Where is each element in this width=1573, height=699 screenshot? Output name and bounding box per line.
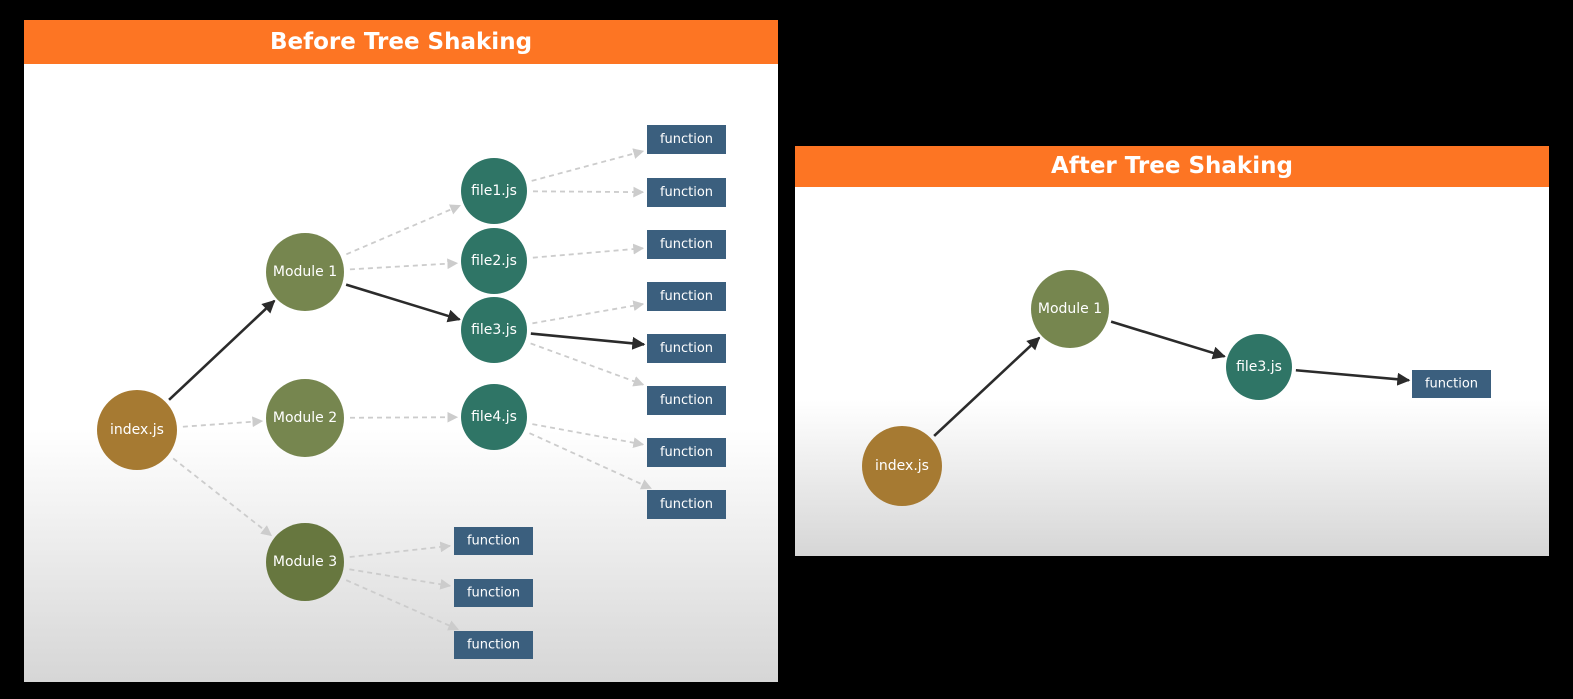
before-edge-f1-to-fn1 — [531, 148, 645, 182]
before-file3-js-label: file3.js — [471, 322, 517, 338]
before-function-label: function — [467, 638, 520, 653]
before-function-box — [647, 125, 726, 154]
before-node-fn4: function — [647, 282, 726, 311]
after-node-f3: file3.js — [1226, 334, 1292, 400]
before-node-fn11: function — [454, 631, 533, 659]
before-function-box — [647, 334, 726, 363]
before-module-3-label: Module 3 — [273, 554, 337, 570]
before-edge-index-to-m2 — [182, 416, 264, 428]
before-module-1-label: Module 1 — [273, 264, 337, 280]
after-file-circle — [1226, 334, 1292, 400]
before-node-fn10: function — [454, 579, 533, 607]
before-function-box — [647, 490, 726, 519]
before-function-box — [647, 178, 726, 207]
before-node-fn9: function — [454, 527, 533, 555]
before-node-fn6: function — [647, 386, 726, 415]
before-node-fn1: function — [647, 125, 726, 154]
edges-layer — [168, 148, 1411, 631]
before-index-js-label: index.js — [110, 422, 164, 438]
before-edge-m2-to-f4 — [349, 411, 459, 423]
after-file3-js-label: file3.js — [1236, 359, 1282, 375]
before-node-index: index.js — [97, 390, 177, 470]
before-edge-m1-to-f1 — [346, 204, 461, 256]
before-node-f4: file4.js — [461, 384, 527, 450]
before-node-m1: Module 1 — [266, 233, 344, 311]
before-function-label: function — [467, 586, 520, 601]
before-file-circle — [461, 228, 527, 294]
before-node-fn7: function — [647, 438, 726, 467]
after-entry-circle — [862, 426, 942, 506]
before-edge-m3-to-fn9 — [349, 541, 452, 558]
before-edge-index-to-m1 — [168, 299, 276, 401]
after-node-fn: function — [1412, 370, 1491, 398]
after-index-js-label: index.js — [875, 458, 929, 474]
before-title: Before Tree Shaking — [24, 20, 778, 64]
before-function-label: function — [660, 237, 713, 252]
before-file1-js-label: file1.js — [471, 183, 517, 199]
after-node-index: index.js — [862, 426, 942, 506]
after-edge-index-to-m1 — [933, 336, 1041, 437]
before-function-label: function — [660, 497, 713, 512]
nodes-layer: index.js Module 1 Module 2 Module 3 file1.js… — [97, 125, 1491, 659]
before-node-f2: file2.js — [461, 228, 527, 294]
before-file-circle — [461, 297, 527, 363]
after-function-box — [1412, 370, 1491, 398]
before-function-box — [647, 230, 726, 259]
before-node-f1: file1.js — [461, 158, 527, 224]
before-edge-f3-to-fn6 — [530, 342, 645, 387]
before-edge-m3-to-fn10 — [349, 568, 452, 590]
after-title: After Tree Shaking — [795, 146, 1549, 187]
before-module-circle — [266, 379, 344, 457]
before-function-box — [647, 438, 726, 467]
after-function-label: function — [1425, 377, 1478, 392]
before-node-fn8: function — [647, 490, 726, 519]
before-module-2-label: Module 2 — [273, 410, 337, 426]
before-file-circle — [461, 384, 527, 450]
before-edge-m1-to-f2 — [349, 258, 459, 271]
after-edge-f3-to-fn — [1295, 368, 1411, 386]
before-node-fn5: function — [647, 334, 726, 363]
before-file-circle — [461, 158, 527, 224]
before-edge-f4-to-fn7 — [532, 423, 645, 449]
after-module-circle — [1031, 270, 1109, 348]
before-function-box — [454, 631, 533, 659]
before-entry-circle — [97, 390, 177, 470]
before-module-circle — [266, 233, 344, 311]
before-module-circle — [266, 523, 344, 601]
before-function-box — [647, 386, 726, 415]
before-edge-index-to-m3 — [172, 457, 273, 537]
before-edge-f2-to-fn3 — [532, 243, 645, 259]
after-edge-m1-to-f3 — [1110, 320, 1226, 360]
before-function-label: function — [660, 393, 713, 408]
before-edge-f1-to-fn2 — [532, 186, 645, 198]
before-function-label: function — [660, 132, 713, 147]
before-file4-js-label: file4.js — [471, 409, 517, 425]
before-edge-m1-to-f3 — [345, 283, 461, 323]
before-node-m3: Module 3 — [266, 523, 344, 601]
before-function-box — [454, 579, 533, 607]
before-node-fn3: function — [647, 230, 726, 259]
before-node-m2: Module 2 — [266, 379, 344, 457]
before-node-fn2: function — [647, 178, 726, 207]
before-edge-f4-to-fn8 — [529, 432, 652, 490]
after-node-m1: Module 1 — [1031, 270, 1109, 348]
before-function-label: function — [660, 289, 713, 304]
before-function-label: function — [660, 341, 713, 356]
before-function-label: function — [467, 534, 520, 549]
before-edge-f3-to-fn5 — [530, 332, 646, 350]
before-function-label: function — [660, 185, 713, 200]
before-function-label: function — [660, 445, 713, 460]
before-file2-js-label: file2.js — [471, 253, 517, 269]
before-node-f3: file3.js — [461, 297, 527, 363]
before-edge-f3-to-fn4 — [532, 300, 645, 325]
before-edge-m3-to-fn11 — [345, 579, 460, 631]
after-module-1-label: Module 1 — [1038, 301, 1102, 317]
before-function-box — [454, 527, 533, 555]
before-function-box — [647, 282, 726, 311]
